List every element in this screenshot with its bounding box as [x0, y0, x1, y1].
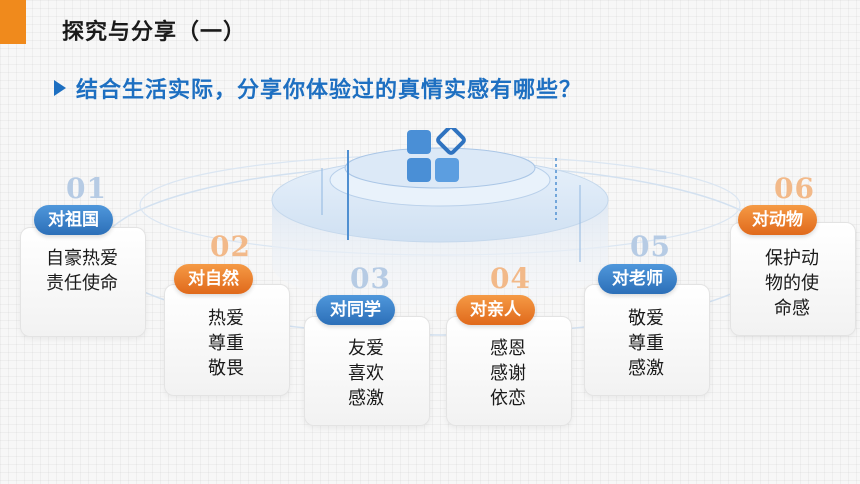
page-subtitle: 结合生活实际，分享你体验过的真情实感有哪些？: [76, 78, 583, 103]
label-pill-teachers: 对老师: [598, 264, 677, 294]
arrow-bullet-icon: [54, 80, 66, 96]
label-pill-motherland: 对祖国: [34, 205, 113, 235]
item-number: 03: [350, 262, 391, 295]
card-body-relatives: 感恩 感谢 依恋: [490, 338, 526, 409]
item-number: 01: [66, 172, 107, 205]
label-pill-relatives: 对亲人: [456, 295, 535, 325]
blocks-icon: [407, 128, 466, 182]
card-body-nature: 热爱 尊重 敬畏: [208, 308, 244, 379]
item-number: 02: [210, 230, 251, 263]
label-pill-classmates: 对同学: [316, 295, 395, 325]
label-pill-nature: 对自然: [174, 264, 253, 294]
item-number: 06: [774, 172, 815, 205]
card-nature: [164, 284, 290, 396]
card-relatives: [446, 316, 572, 426]
item-number: 04: [490, 262, 531, 295]
item-number: 05: [630, 230, 671, 263]
card-classmates: [304, 316, 430, 426]
subtitle-row: 结合生活实际，分享你体验过的真情实感有哪些？: [54, 72, 582, 104]
label-pill-animals: 对动物: [738, 205, 817, 235]
card-teachers: [584, 284, 710, 396]
card-body-motherland: 自豪热爱 责任使命: [46, 248, 118, 294]
card-animals: [730, 222, 856, 336]
card-body-classmates: 友爱 喜欢 感激: [348, 338, 384, 409]
accent-bar: [0, 0, 26, 44]
page-title: 探究与分享（一）: [62, 20, 247, 45]
card-body-animals: 保护动 物的使 命感: [765, 248, 819, 319]
card-body-teachers: 敬爱 尊重 感激: [628, 308, 664, 379]
